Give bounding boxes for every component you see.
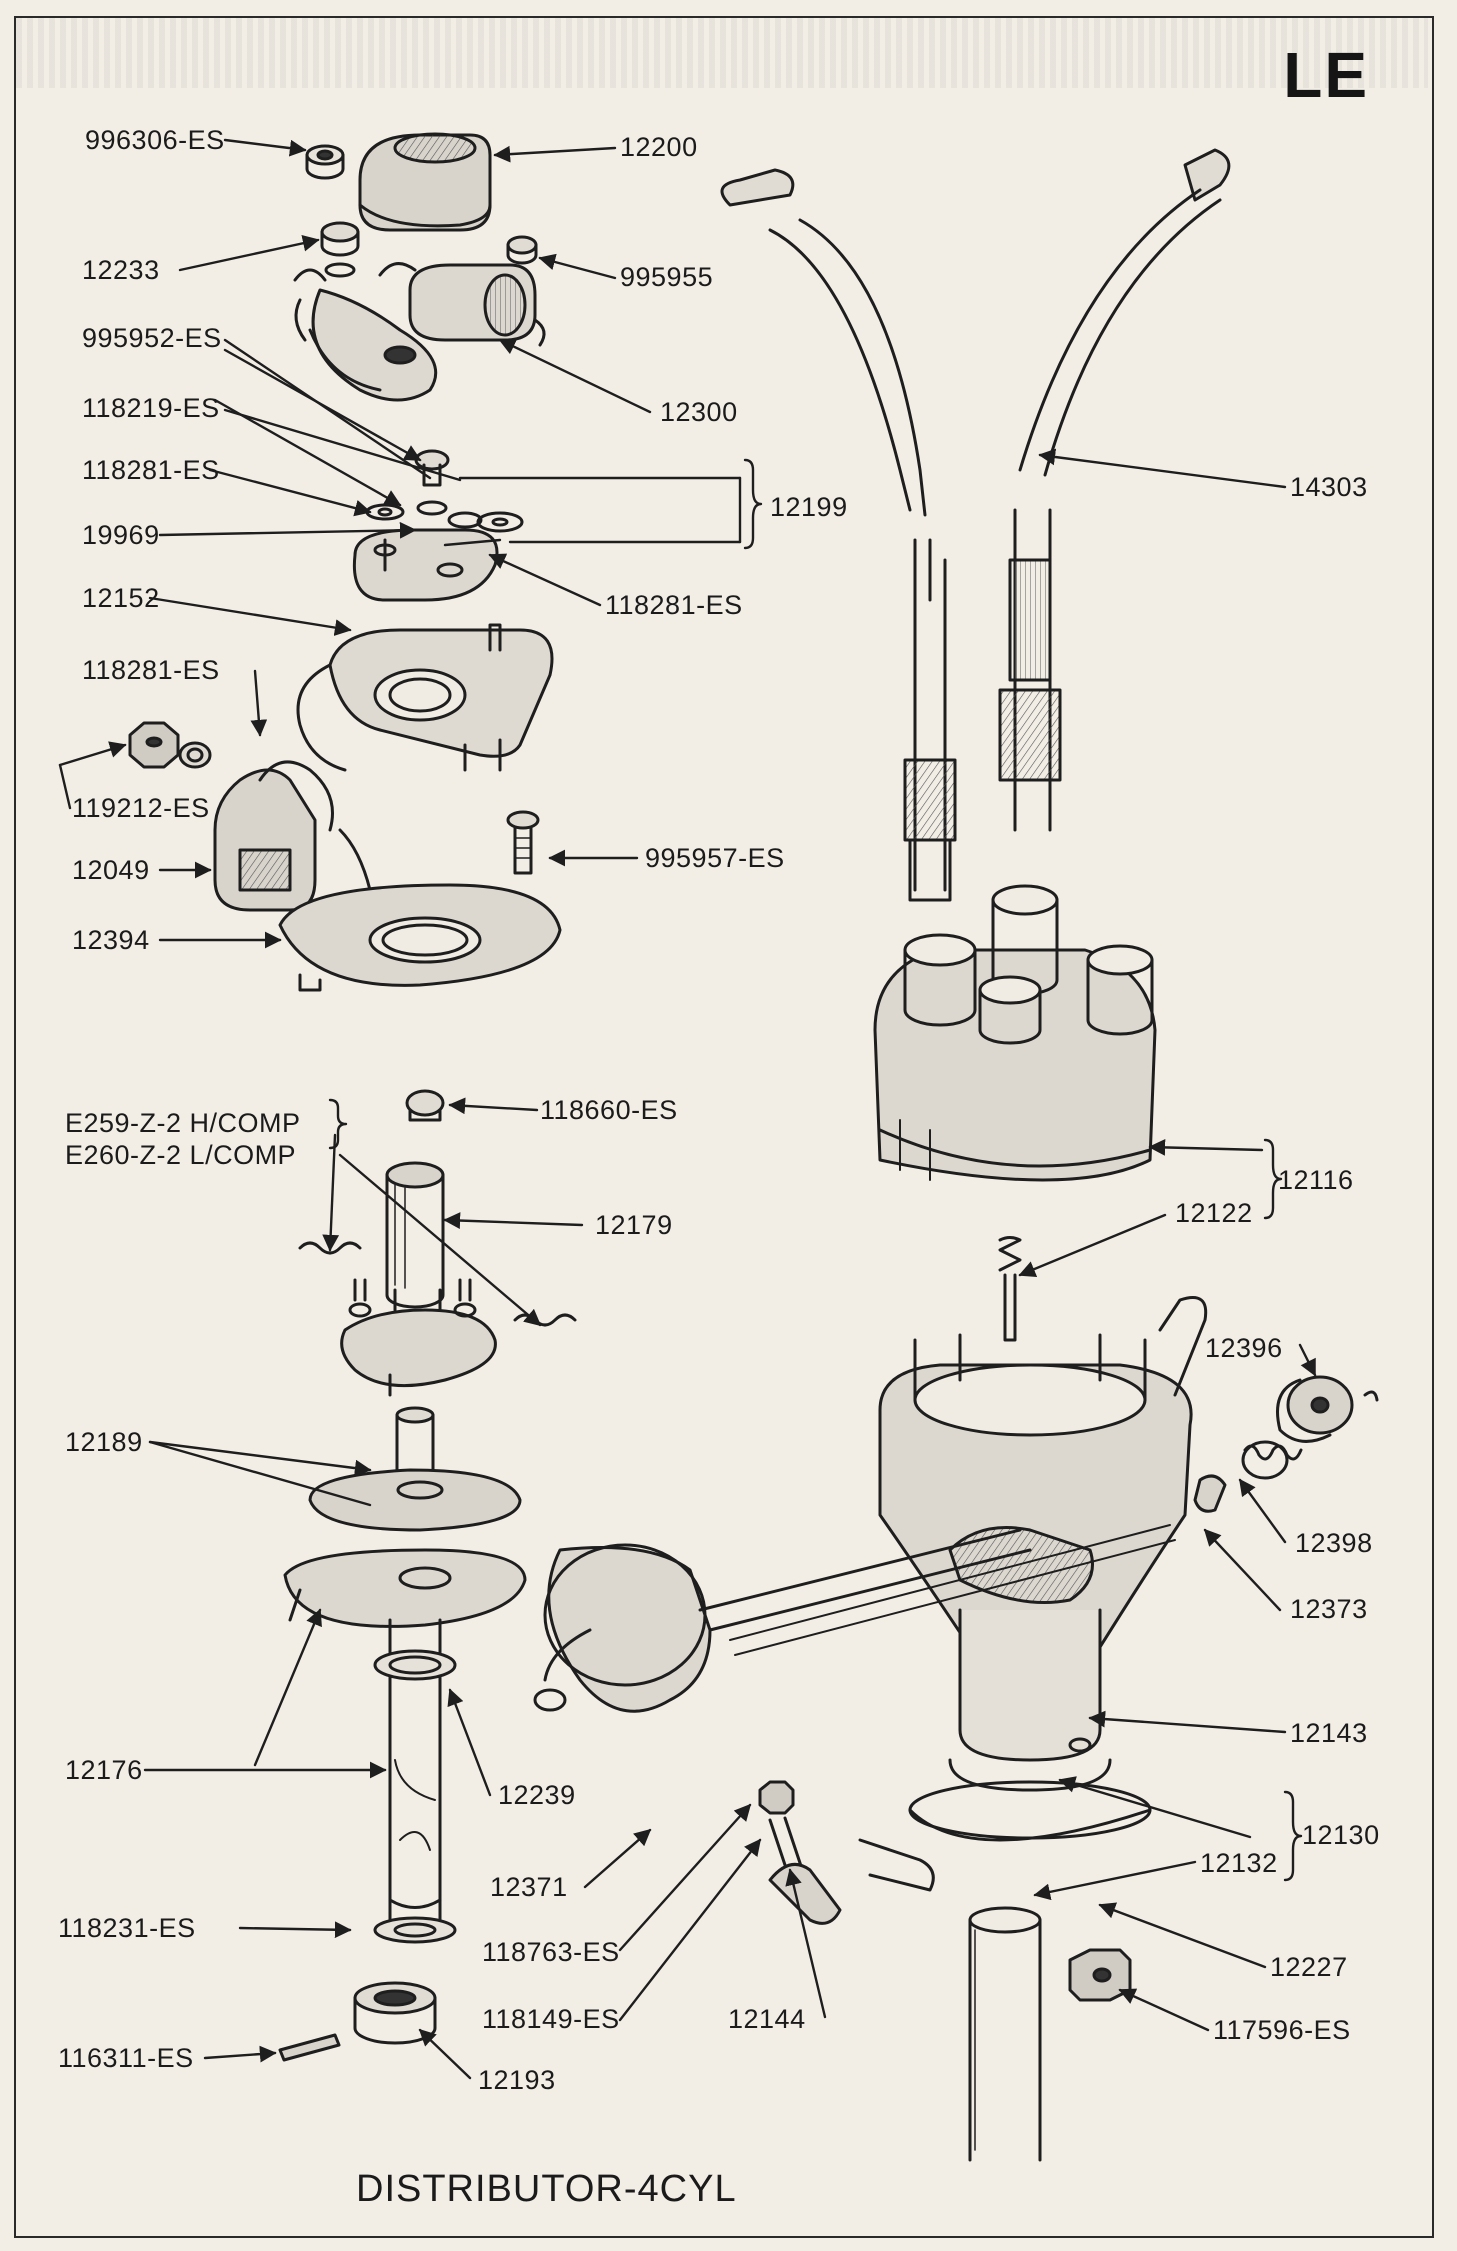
pin-116311-drawing bbox=[278, 2033, 341, 2062]
label-12199: 12199 bbox=[770, 492, 848, 522]
nut-119212-drawing bbox=[128, 721, 180, 769]
label-118763-es: 118763-ES bbox=[482, 1937, 620, 1967]
adjuster-12144-drawing bbox=[768, 1838, 935, 1925]
label-e259-z-2: E259-Z-2 H/COMP bbox=[65, 1108, 301, 1138]
label-12049: 12049 bbox=[72, 855, 150, 885]
vacuum-rod-drawing bbox=[729, 1524, 1176, 1656]
label-12116: 12116 bbox=[1278, 1165, 1354, 1195]
ht-lead-right-drawing bbox=[998, 148, 1231, 832]
label-12394: 12394 bbox=[72, 925, 150, 955]
label-12132: 12132 bbox=[1200, 1848, 1278, 1878]
screw-118660-drawing bbox=[405, 1089, 445, 1122]
label-118281-es-c: 118281-ES bbox=[82, 655, 220, 685]
nut-117596-drawing bbox=[1068, 1948, 1132, 2002]
nut-996306-drawing bbox=[305, 144, 345, 180]
knob-12396-drawing bbox=[1276, 1375, 1379, 1443]
label-12200: 12200 bbox=[620, 132, 698, 162]
washer-118281c-drawing bbox=[178, 741, 212, 769]
shaft-12176-drawing bbox=[373, 1618, 457, 1944]
clip-12373-drawing bbox=[1193, 1474, 1227, 1513]
condenser-cover-12200-drawing bbox=[358, 132, 492, 232]
label-12179: 12179 bbox=[595, 1210, 673, 1240]
weight-plate-drawing bbox=[283, 1548, 527, 1628]
distributor-cap-12116-drawing bbox=[873, 884, 1157, 1182]
label-118219-es: 118219-ES bbox=[82, 393, 220, 423]
advance-plate-drawing bbox=[340, 1278, 497, 1397]
label-12239: 12239 bbox=[498, 1780, 576, 1810]
label-996306-es: 996306-ES bbox=[85, 125, 225, 155]
label-12130: 12130 bbox=[1302, 1820, 1380, 1850]
section-code: LE bbox=[1283, 39, 1369, 111]
vacuum-unit-12371-drawing bbox=[533, 1528, 1032, 1713]
tube-12227-drawing bbox=[968, 1906, 1042, 2162]
contact-base-19969-drawing bbox=[352, 528, 499, 602]
nut-118763-drawing bbox=[758, 1780, 807, 1882]
label-118281-es-a: 118281-ES bbox=[82, 455, 220, 485]
label-116311-es: 116311-ES bbox=[58, 2043, 194, 2073]
label-995957-es: 995957-ES bbox=[645, 843, 785, 873]
condenser-12300-drawing bbox=[378, 262, 546, 347]
label-12144: 12144 bbox=[728, 2004, 806, 2034]
ht-lead-left-drawing bbox=[720, 168, 957, 902]
label-119212-es: 119212-ES bbox=[72, 793, 210, 823]
label-12396: 12396 bbox=[1205, 1333, 1283, 1363]
page-border bbox=[14, 16, 1434, 2238]
label-12152: 12152 bbox=[82, 583, 160, 613]
label-19969: 19969 bbox=[82, 520, 160, 550]
bleed-through-texture bbox=[16, 18, 1428, 88]
label-12189: 12189 bbox=[65, 1427, 143, 1457]
diagram-title: DISTRIBUTOR-4CYL bbox=[356, 2168, 737, 2210]
label-12176: 12176 bbox=[65, 1755, 143, 1785]
vacuum-link-12049-drawing bbox=[213, 760, 372, 912]
spring-12398-drawing bbox=[1241, 1440, 1303, 1480]
label-14303: 14303 bbox=[1290, 472, 1368, 502]
cam-12179-drawing bbox=[385, 1161, 445, 1312]
contact-arm-drawing bbox=[293, 268, 438, 402]
base-plate-12394-drawing bbox=[278, 883, 562, 992]
braces bbox=[328, 458, 1303, 1882]
screw-995957-drawing bbox=[506, 810, 540, 875]
screw-995955-drawing bbox=[506, 235, 538, 265]
label-12233: 12233 bbox=[82, 255, 160, 285]
label-12300: 12300 bbox=[660, 397, 738, 427]
label-995952-es: 995952-ES bbox=[82, 323, 222, 353]
shaft-12189-drawing bbox=[308, 1406, 522, 1532]
label-12122: 12122 bbox=[1175, 1198, 1253, 1228]
label-12398: 12398 bbox=[1295, 1528, 1373, 1558]
distributor-body-drawing bbox=[878, 1296, 1208, 1842]
leader-lines bbox=[58, 138, 1317, 2080]
label-117596-es: 117596-ES bbox=[1213, 2015, 1351, 2045]
label-118281-es-b: 118281-ES bbox=[605, 590, 743, 620]
label-118660-es: 118660-ES bbox=[540, 1095, 678, 1125]
label-12193: 12193 bbox=[478, 2065, 556, 2095]
label-e260-z-2: E260-Z-2 L/COMP bbox=[65, 1140, 297, 1170]
screw-12233-drawing bbox=[320, 221, 360, 278]
label-12371: 12371 bbox=[490, 1872, 568, 1902]
label-12373: 12373 bbox=[1290, 1594, 1368, 1624]
label-12227: 12227 bbox=[1270, 1952, 1348, 1982]
spring-12122-drawing bbox=[998, 1236, 1022, 1342]
label-12143: 12143 bbox=[1290, 1718, 1368, 1748]
label-118149-es: 118149-ES bbox=[482, 2004, 620, 2034]
label-118231-es: 118231-ES bbox=[58, 1913, 196, 1943]
label-995955: 995955 bbox=[620, 262, 714, 292]
breaker-plate-12152-drawing bbox=[296, 623, 554, 772]
